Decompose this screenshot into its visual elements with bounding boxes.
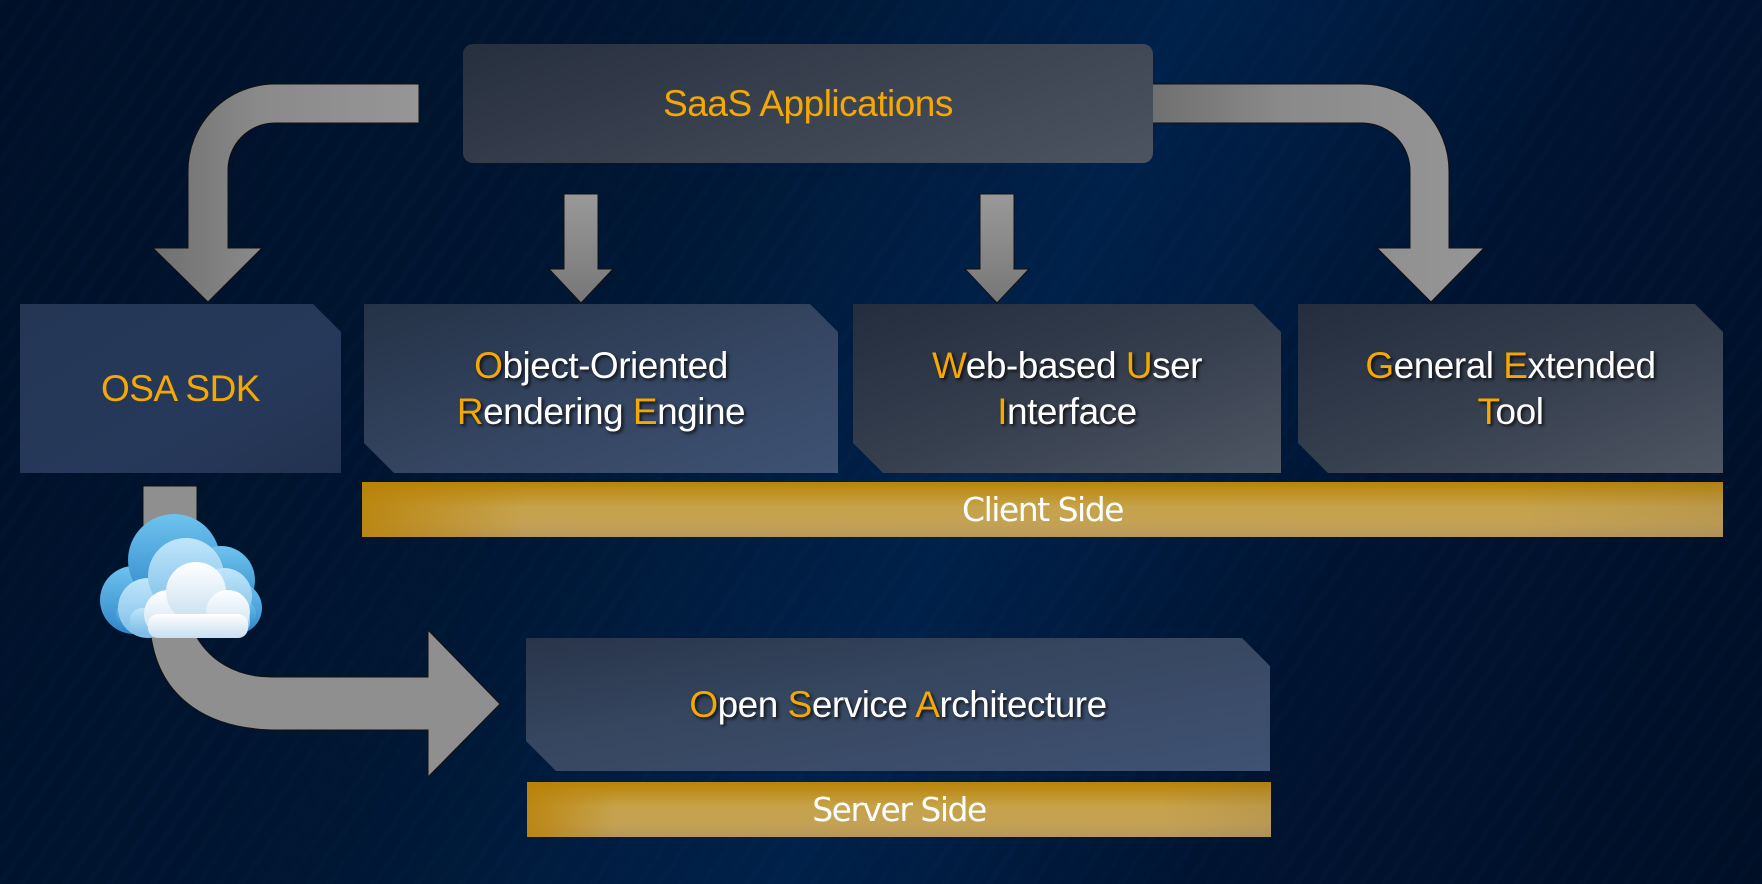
label-line-1: Open Service Architecture [689, 682, 1106, 728]
label-line-1: General Extended [1365, 343, 1655, 389]
label-text: rchitecture [939, 683, 1107, 725]
label-text: bject-Oriented [502, 344, 728, 386]
label-text: pen [717, 683, 788, 725]
label-line-1: Web-based User [932, 343, 1202, 389]
highlighted-initial: U [1125, 344, 1153, 386]
server-side-bar: Server Side [527, 782, 1271, 837]
label-line-1: OSA SDK [101, 366, 260, 412]
label-text: ervice [811, 683, 916, 725]
label-text: ser [1152, 344, 1202, 386]
label-line-2: Rendering Engine [457, 389, 745, 435]
highlighted-initial: O [689, 683, 718, 725]
saas-applications-box: SaaS Applications [463, 44, 1153, 163]
label-line-2: Tool [1365, 389, 1655, 435]
highlighted-initial: A [915, 683, 940, 725]
highlighted-initial: OSA SDK [101, 367, 260, 409]
highlighted-initial: E [632, 390, 658, 432]
server-side-label: Server Side [812, 790, 987, 829]
label-text: xtended [1527, 344, 1656, 386]
server-label: Open Service Architecture [689, 682, 1106, 728]
bent-arrow-right-down [1148, 83, 1486, 303]
open-service-architecture-box: Open Service Architecture [526, 638, 1270, 771]
label-text: nterface [1007, 390, 1137, 432]
curved-arrow-right [150, 628, 501, 779]
highlighted-initial: I [997, 390, 1008, 432]
label-text: endering [483, 390, 633, 432]
bent-arrow-left-down [151, 83, 420, 303]
saas-applications-label: SaaS Applications [663, 82, 953, 124]
highlighted-initial: W [932, 344, 966, 386]
highlighted-initial: S [787, 683, 812, 725]
highlighted-initial: R [456, 390, 484, 432]
cloud-icon [100, 514, 262, 638]
label-text: ool [1495, 390, 1544, 432]
client-side-label: Client Side [962, 490, 1124, 529]
client-side-bar: Client Side [362, 482, 1723, 537]
highlighted-initial: T [1477, 390, 1496, 432]
label-line-2: Interface [932, 389, 1202, 435]
label-text: eneral [1393, 344, 1504, 386]
down-arrow-wui [963, 193, 1031, 304]
osa-sdk-box: OSA SDK [20, 304, 341, 473]
highlighted-initial: G [1365, 344, 1394, 386]
label-text: ngine [657, 390, 746, 432]
component-label: OSA SDK [101, 366, 260, 412]
label-line-1: Object-Oriented [457, 343, 745, 389]
down-arrow-ore [547, 193, 615, 304]
label-text: eb-based [965, 344, 1126, 386]
highlighted-initial: E [1503, 344, 1528, 386]
highlighted-initial: O [474, 344, 503, 386]
